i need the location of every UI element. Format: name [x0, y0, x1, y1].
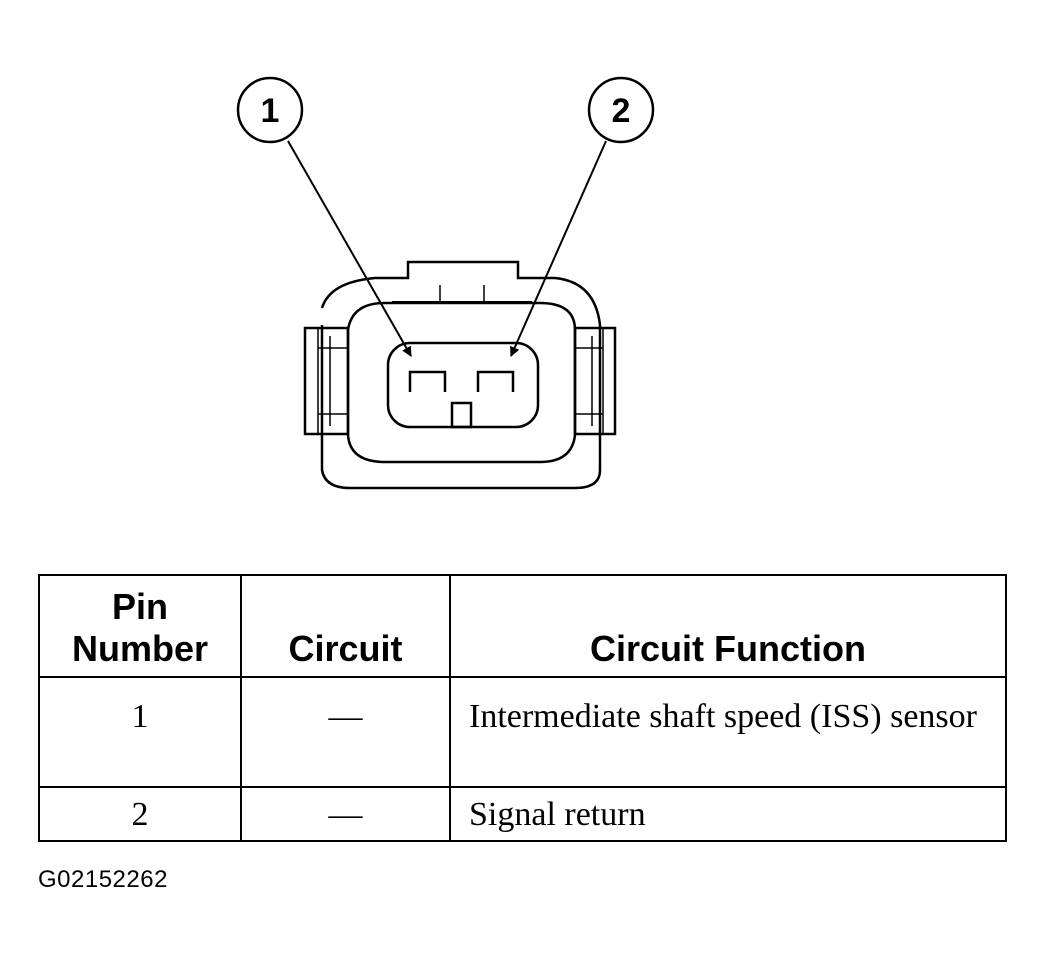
- callout-1: 1: [236, 76, 412, 357]
- figure-id-label: G02152262: [38, 866, 168, 893]
- right-lock-tab: [573, 326, 617, 436]
- header-pin-number: Pin Number: [38, 574, 242, 678]
- pin-cell: 2: [38, 786, 242, 842]
- callout-1-label: 1: [261, 92, 280, 130]
- circuit-cell: —: [240, 786, 451, 842]
- table-row: 2 — Signal return: [38, 786, 1007, 842]
- pin-cell: 1: [38, 676, 242, 788]
- circuit-cell: —: [240, 676, 451, 788]
- connector-diagram: 1 2: [236, 76, 655, 490]
- header-pin-line2: Number: [71, 628, 209, 669]
- header-pin-line1: Pin: [111, 586, 168, 627]
- header-circuit: Circuit: [240, 574, 451, 678]
- table-header-row: Pin Number Circuit Circuit Function: [38, 574, 1007, 678]
- table-row: 1 — Intermediate shaft speed (ISS) senso…: [38, 676, 1007, 788]
- callout-2: 2: [510, 76, 655, 357]
- pin-function-table: Pin Number Circuit Circuit Function 1 — …: [38, 574, 1007, 842]
- function-cell: Intermediate shaft speed (ISS) sensor: [449, 676, 1007, 788]
- connector-housing: [320, 260, 602, 490]
- function-cell: Signal return: [449, 786, 1007, 842]
- left-lock-tab: [303, 326, 350, 436]
- header-circuit-function: Circuit Function: [449, 574, 1007, 678]
- callout-2-label: 2: [612, 92, 631, 130]
